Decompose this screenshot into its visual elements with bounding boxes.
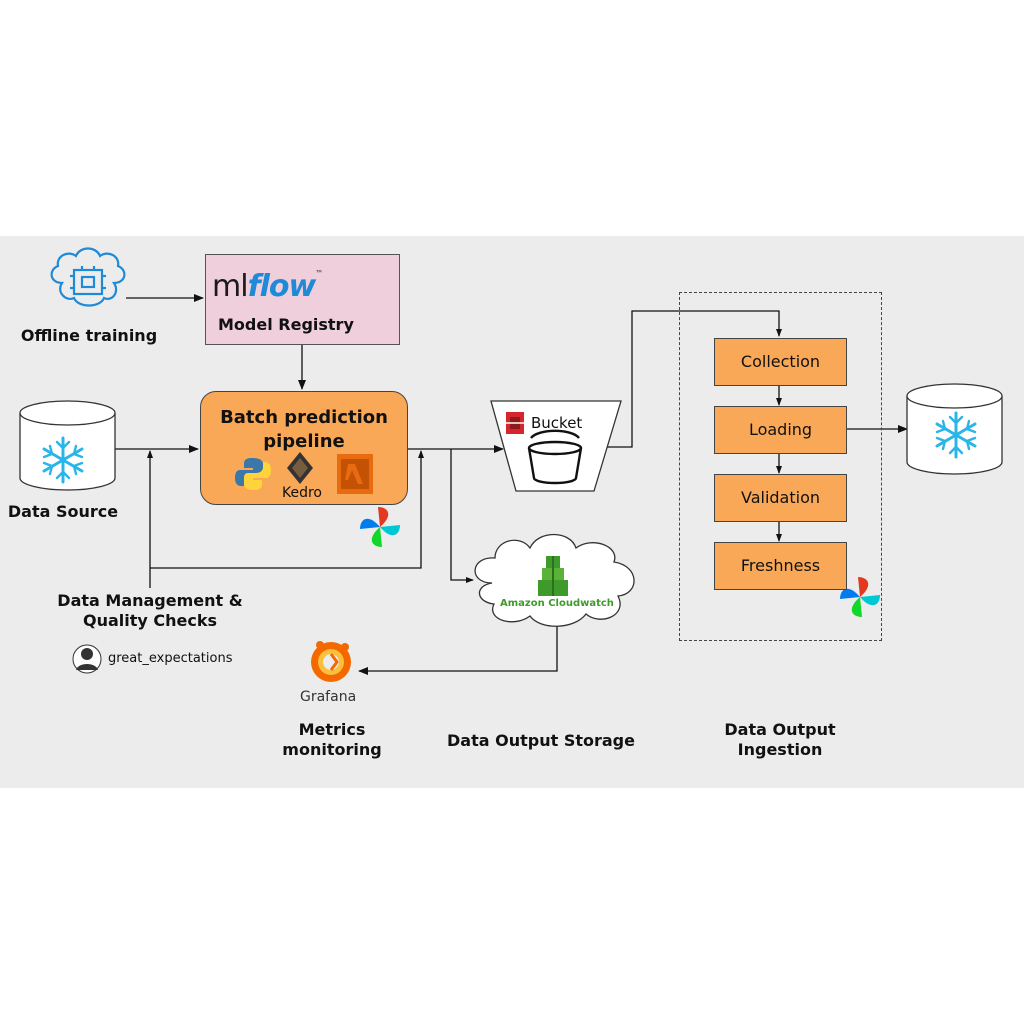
kedro-label: Kedro bbox=[282, 485, 322, 501]
stage-collection: Collection bbox=[714, 338, 847, 386]
cloudwatch-icon bbox=[538, 556, 568, 596]
aws-lambda-icon bbox=[337, 454, 373, 494]
great-expectations-label: great_expectations bbox=[108, 651, 233, 666]
data-management-label: Data Management & Quality Checks bbox=[50, 591, 250, 631]
diagram-canvas bbox=[0, 236, 1024, 788]
batch-prediction-pipeline-box: Batch prediction pipeline Kedro bbox=[200, 391, 408, 505]
data-output-ingestion-label: Data Output Ingestion bbox=[700, 720, 860, 760]
great-expectations-icon bbox=[72, 644, 102, 674]
mlflow-model-registry-box: mlflow™ Model Registry bbox=[205, 254, 400, 345]
brain-chip-icon bbox=[50, 247, 126, 307]
model-registry-label: Model Registry bbox=[218, 315, 354, 334]
data-output-ingestion-line2: Ingestion bbox=[737, 740, 823, 759]
connectors bbox=[115, 294, 908, 675]
data-management-line2: Quality Checks bbox=[82, 611, 218, 630]
arrow-bucket-to-collection bbox=[607, 310, 782, 448]
batch-pipeline-title: Batch prediction pipeline bbox=[201, 406, 407, 454]
airflow-icon bbox=[360, 507, 400, 547]
bucket-label: Bucket bbox=[531, 414, 583, 432]
data-output-storage-label: Data Output Storage bbox=[447, 731, 635, 750]
arrow-cloudwatch-to-grafana bbox=[358, 625, 558, 675]
grafana-label: Grafana bbox=[300, 689, 357, 705]
batch-pipeline-title-line2: pipeline bbox=[263, 431, 345, 452]
metrics-monitoring-label: Metrics monitoring bbox=[262, 720, 402, 760]
data-output-ingestion-line1: Data Output bbox=[724, 720, 836, 739]
ingestion-group-box bbox=[679, 292, 882, 641]
mlflow-logo-flow: flow bbox=[247, 269, 317, 304]
mlflow-logo-tm: ™ bbox=[315, 269, 323, 278]
cloudwatch-label: Amazon Cloudwatch bbox=[500, 598, 614, 609]
quality-loop-bottom bbox=[150, 450, 424, 569]
batch-pipeline-title-line1: Batch prediction bbox=[220, 407, 388, 428]
python-icon bbox=[235, 458, 271, 490]
metrics-monitoring-line1: Metrics bbox=[298, 720, 366, 739]
kedro-icon bbox=[287, 452, 313, 484]
bucket-icon bbox=[527, 429, 583, 485]
snowflake-icon bbox=[935, 411, 977, 459]
mlflow-logo-ml: ml bbox=[212, 269, 249, 304]
data-management-line1: Data Management & bbox=[57, 591, 243, 610]
stage-validation: Validation bbox=[714, 474, 847, 522]
mlflow-logo: mlflow™ bbox=[212, 269, 323, 304]
data-source-label: Data Source bbox=[7, 502, 119, 521]
airflow-icon bbox=[840, 577, 880, 617]
grafana-icon bbox=[311, 641, 351, 682]
arrow-pipeline-to-cloudwatch bbox=[450, 449, 474, 583]
data-source-cylinder bbox=[19, 400, 116, 491]
stage-loading: Loading bbox=[714, 406, 847, 454]
offline-training-label: Offline training bbox=[20, 326, 158, 345]
stage-freshness: Freshness bbox=[714, 542, 847, 590]
snowflake-icon bbox=[42, 436, 84, 484]
s3-icon bbox=[504, 412, 526, 434]
metrics-monitoring-line2: monitoring bbox=[282, 740, 382, 759]
